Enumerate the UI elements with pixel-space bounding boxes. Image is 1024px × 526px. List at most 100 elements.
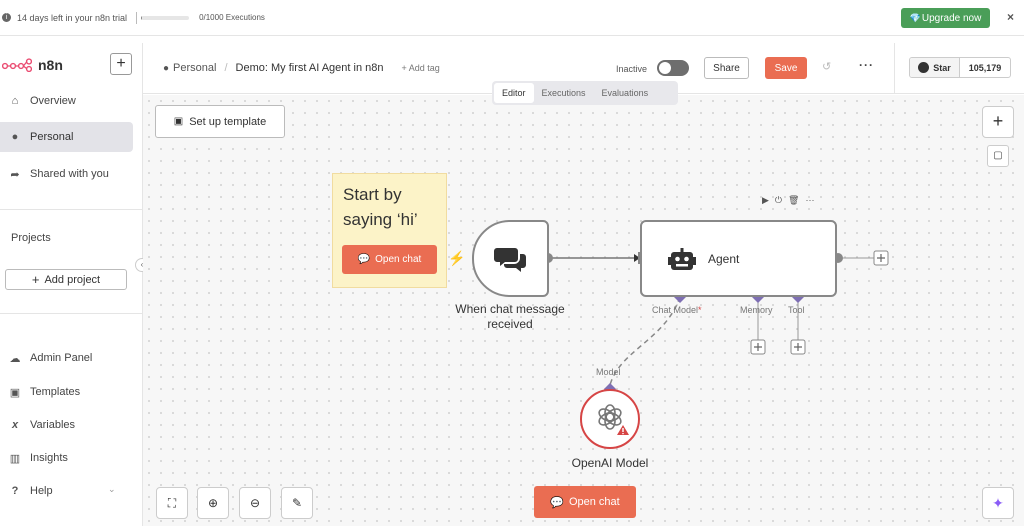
create-new-button[interactable]: + [110, 53, 132, 75]
sidebar-item-personal[interactable]: ● Personal [0, 122, 133, 152]
breadcrumb-separator: / [224, 62, 228, 74]
tab-evaluations[interactable]: Evaluations [601, 88, 649, 98]
ai-assistant-sparkle-icon[interactable]: ✦ [982, 487, 1014, 519]
tidy-up-icon[interactable]: ✎ [281, 487, 313, 519]
templates-icon: ▣ [9, 386, 21, 399]
toggle-knob [659, 62, 671, 74]
user-icon: ● [163, 62, 170, 74]
sidebar-item-label: Variables [30, 419, 76, 431]
add-node-button[interactable]: + [982, 106, 1014, 138]
sidebar-item-label: Shared with you [30, 168, 109, 180]
github-icon [918, 62, 930, 73]
sticky-note[interactable]: Start by saying ‘hi’ 💬 Open chat [332, 173, 447, 288]
upgrade-button[interactable]: 💎 Upgrade now [901, 8, 990, 28]
open-chat-label: Open chat [375, 254, 422, 265]
share-button[interactable]: Share [704, 57, 749, 79]
open-chat-button[interactable]: 💬 Open chat [534, 486, 636, 518]
open-chat-label: Open chat [568, 496, 620, 508]
add-tag-link[interactable]: + Add tag [401, 63, 440, 73]
workflow-header: ● Personal / Demo: My first AI Agent in … [143, 43, 1024, 94]
agent-node[interactable]: Agent [640, 220, 837, 297]
sidebar-item-overview[interactable]: ⌂ Overview [0, 86, 133, 116]
chat-trigger-label: When chat message received [440, 302, 580, 332]
app-name: n8n [38, 57, 63, 73]
fit-view-icon[interactable]: ⛶ [156, 487, 188, 519]
github-star: Star [910, 58, 960, 77]
agent-label: Agent [708, 252, 740, 266]
banner-separator [136, 11, 138, 24]
close-icon[interactable]: × [1007, 10, 1015, 24]
sidebar-item-templates[interactable]: ▣ Templates [0, 377, 133, 407]
chat-icon: 💬 [550, 496, 564, 509]
setup-template-label: Set up template [189, 115, 267, 128]
star-label: Star [933, 62, 951, 73]
chat-trigger-node[interactable] [472, 220, 549, 297]
trigger-bolt-icon: ⚡ [448, 250, 466, 266]
chat-bubbles-icon [493, 247, 526, 272]
required-marker: * [698, 305, 702, 315]
sidebar-item-label: Help [30, 485, 53, 497]
sidebar-item-variables[interactable]: x Variables [0, 410, 133, 440]
openai-model-node[interactable] [580, 389, 640, 449]
workflow-canvas[interactable] [143, 95, 1024, 526]
sticky-open-chat-button[interactable]: 💬 Open chat [342, 245, 437, 274]
tab-executions[interactable]: Executions [541, 88, 586, 98]
add-project-button[interactable]: + Add project [5, 269, 127, 290]
sidebar-divider [0, 209, 143, 210]
sidebar-item-label: Insights [30, 452, 68, 464]
active-status-label: Inactive [616, 64, 648, 74]
zoom-out-icon[interactable]: ⊖ [239, 487, 271, 519]
play-icon[interactable]: ▶ [762, 195, 769, 205]
sidebar-item-label: Templates [30, 386, 81, 398]
save-button[interactable]: Save [765, 57, 807, 79]
trial-banner: i 14 days left in your n8n trial 0/1000 … [0, 0, 1024, 36]
power-icon[interactable]: ⏻ [774, 195, 783, 205]
breadcrumb-owner[interactable]: Personal [173, 62, 217, 74]
sidebar-item-admin-panel[interactable]: ☁ Admin Panel [0, 343, 133, 373]
chevron-down-icon[interactable]: ⌄ [108, 484, 116, 494]
trigger-label-line: received [487, 317, 533, 331]
sticky-text-line: Start by [343, 185, 402, 204]
more-options-icon[interactable]: ··· [805, 195, 815, 205]
cloud-icon: ☁ [9, 352, 21, 365]
executions-text: 0/1000 Executions [199, 13, 265, 22]
executions-progress [141, 15, 190, 20]
app-logo[interactable]: n8n [2, 57, 63, 73]
add-project-label: Add project [44, 273, 101, 286]
history-icon[interactable]: ↺ [822, 61, 832, 73]
gem-icon: 💎 [909, 12, 921, 23]
sidebar-divider [0, 313, 143, 314]
active-toggle[interactable] [657, 60, 689, 76]
sidebar-item-insights[interactable]: ▥ Insights [0, 443, 133, 473]
trigger-label-line: When chat message [455, 302, 565, 316]
chat-model-port-label: Chat Model* [652, 305, 702, 315]
github-star-button[interactable]: Star 105,179 [909, 57, 1011, 78]
help-icon: ? [11, 485, 19, 497]
port-label-text: Chat Model [652, 305, 699, 315]
openai-icon [598, 404, 629, 435]
sidebar-item-help[interactable]: ? Help [0, 476, 133, 506]
home-icon: ⌂ [11, 95, 19, 107]
workflow-title[interactable]: Demo: My first AI Agent in n8n [235, 62, 384, 74]
model-port-label: Model [596, 367, 621, 377]
tab-editor[interactable]: Editor [494, 83, 534, 103]
more-options-icon[interactable]: ··· [859, 58, 874, 72]
sidebar: n8n + ⌂ Overview ● Personal ➦ Shared wit… [0, 43, 143, 526]
sticky-note-icon[interactable]: ▢ [987, 145, 1009, 167]
node-toolbar: ▶ ⏻ 🗑 ··· [762, 195, 814, 206]
trash-icon[interactable]: 🗑 [788, 195, 800, 205]
executions-progress-fill [141, 15, 143, 20]
sidebar-item-label: Personal [30, 131, 74, 143]
projects-heading: Projects [11, 232, 51, 244]
sticky-text-line: saying ‘hi’ [343, 210, 418, 229]
memory-port-label: Memory [740, 305, 773, 315]
sidebar-item-shared[interactable]: ➦ Shared with you [0, 159, 133, 189]
setup-template-button[interactable]: ▣ Set up template [155, 105, 285, 138]
breadcrumb: ● Personal / Demo: My first AI Agent in … [163, 62, 440, 74]
templates-icon: ▣ [173, 116, 184, 127]
zoom-in-icon[interactable]: ⊕ [197, 487, 229, 519]
robot-icon [668, 248, 696, 270]
trial-text: 14 days left in your n8n trial [17, 12, 128, 23]
n8n-logo-icon [2, 58, 32, 72]
user-icon: ● [11, 131, 19, 143]
